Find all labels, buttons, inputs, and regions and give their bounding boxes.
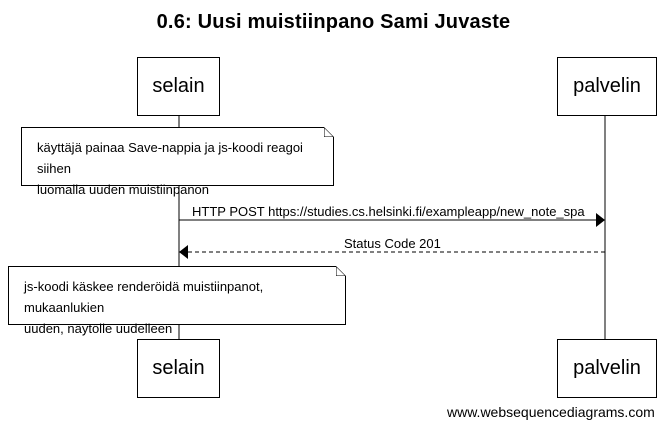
note-line: uuden, näytölle uudelleen bbox=[24, 321, 173, 336]
note-user-action: käyttäjä painaa Save-nappia ja js-koodi … bbox=[21, 127, 334, 197]
note-fold-icon bbox=[324, 127, 334, 137]
participant-server-bottom: palvelin bbox=[557, 339, 657, 398]
request-arrowhead bbox=[596, 213, 605, 227]
note-line: js-koodi käskee renderöidä muistiinpanot… bbox=[24, 279, 264, 315]
diagram-title: 0.6: Uusi muistiinpano Sami Juvaste bbox=[156, 11, 511, 33]
footer-link[interactable]: www.websequencediagrams.com bbox=[447, 404, 655, 420]
participant-server-top: palvelin bbox=[557, 57, 657, 116]
note-render: js-koodi käskee renderöidä muistiinpanot… bbox=[8, 266, 346, 336]
note-fold-icon bbox=[336, 266, 346, 276]
response-label: Status Code 201 bbox=[344, 236, 441, 251]
note-line: käyttäjä painaa Save-nappia ja js-koodi … bbox=[37, 140, 303, 176]
participant-browser-top: selain bbox=[137, 57, 220, 116]
response-arrowhead bbox=[179, 245, 188, 259]
participant-browser-bottom: selain bbox=[137, 339, 220, 398]
note-line: luomalla uuden muistiinpanon bbox=[37, 182, 210, 197]
request-label: HTTP POST https://studies.cs.helsinki.fi… bbox=[192, 204, 585, 219]
